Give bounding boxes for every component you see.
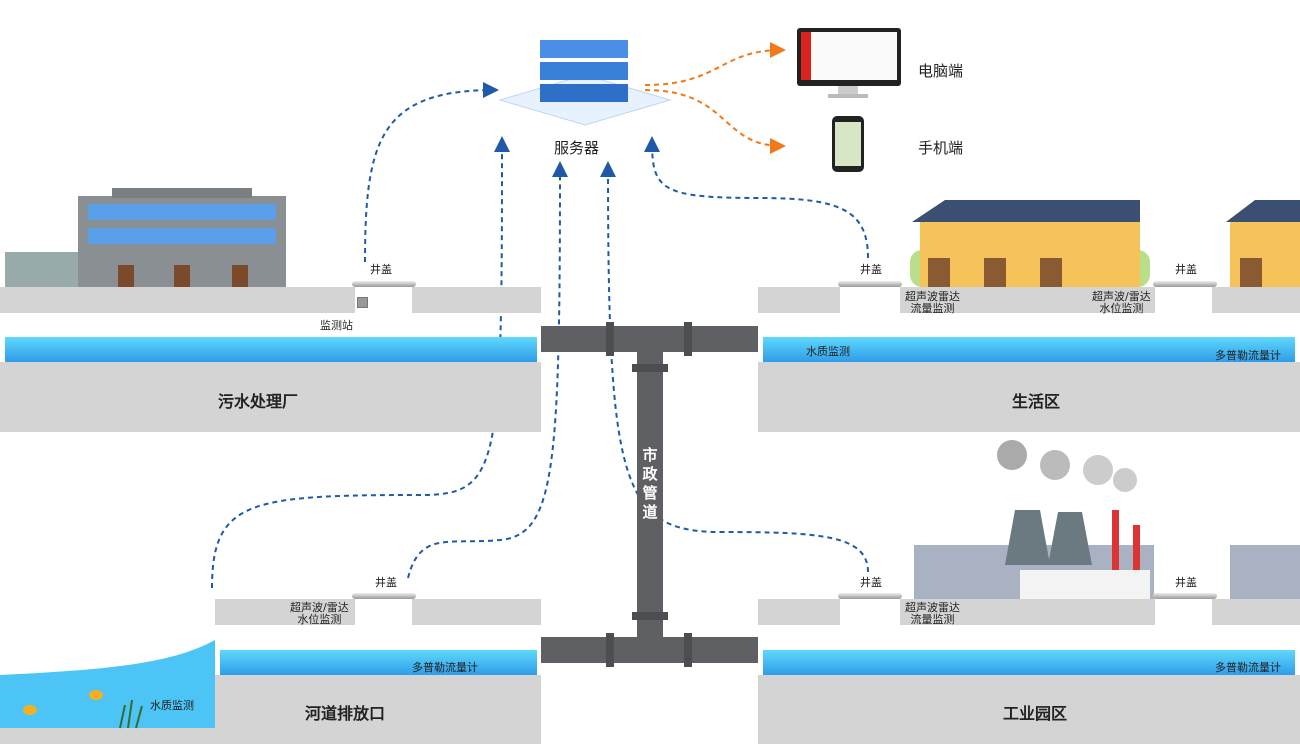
- server-icon: [498, 40, 672, 126]
- zone-name: 生活区: [1012, 392, 1061, 411]
- flow-radar-label: 超声波雷达 流量监测: [905, 601, 960, 626]
- wireless-sensor-icon: [357, 297, 368, 308]
- manhole-cover: [352, 281, 416, 287]
- doppler-label: 多普勒流量计: [1215, 661, 1281, 674]
- level-radar-label: 超声波/雷达 水位监测: [1092, 290, 1151, 315]
- computer-icon: [797, 28, 901, 98]
- zone-name: 污水处理厂: [218, 392, 299, 411]
- water-quality-label: 水质监测: [806, 345, 850, 358]
- cover-label: 井盖: [860, 576, 882, 589]
- link-river-1: [211, 136, 510, 589]
- flow-radar-label: 超声波雷达 流量监测: [905, 290, 960, 315]
- cover-label: 井盖: [375, 576, 397, 589]
- cover-label: 井盖: [370, 263, 392, 276]
- municipal-pipe: [541, 322, 758, 667]
- treatment-plant-building: [5, 188, 286, 287]
- link-industrial: [600, 161, 869, 573]
- doppler-label: 多普勒流量计: [1215, 349, 1281, 362]
- zone-name: 河道排放口: [305, 704, 386, 723]
- pc-client-label: 电脑端: [918, 62, 964, 80]
- level-radar-label: 超声波/雷达 水位监测: [290, 601, 349, 626]
- station-label: 监测站: [320, 319, 353, 332]
- water-quality-label: 水质监测: [150, 699, 194, 712]
- phone-icon: [832, 116, 864, 172]
- doppler-label: 多普勒流量计: [412, 661, 478, 674]
- mobile-client-label: 手机端: [918, 139, 964, 157]
- residential-houses: [910, 200, 1300, 287]
- cover-label: 井盖: [1175, 576, 1197, 589]
- municipal-pipe-label: 市政管道: [642, 446, 658, 521]
- link-pc: [644, 42, 786, 86]
- industrial-factory: [914, 440, 1300, 599]
- link-plant: [364, 82, 499, 263]
- link-residential: [644, 136, 869, 259]
- cover-label: 井盖: [860, 263, 882, 276]
- zone-name: 工业园区: [1003, 704, 1068, 723]
- cover-label: 井盖: [1175, 263, 1197, 276]
- server-label: 服务器: [554, 139, 600, 157]
- link-mobile: [644, 89, 786, 154]
